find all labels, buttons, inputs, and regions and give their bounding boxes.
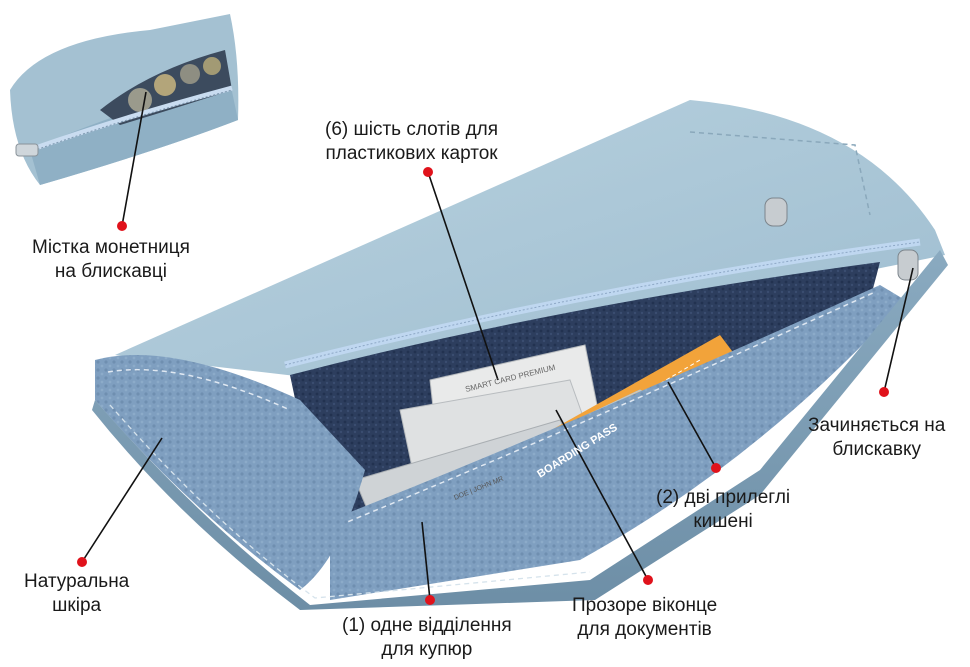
leader-pockets — [667, 381, 717, 469]
marker-dot — [77, 557, 87, 567]
label-line: кишені — [693, 511, 753, 532]
leader-window — [555, 409, 649, 581]
label-zipper: Зачиняється на блискавку — [808, 414, 945, 462]
marker-dot — [117, 221, 127, 231]
marker-dot — [425, 595, 435, 605]
label-line: для купюр — [381, 639, 473, 660]
label-pockets: (2) дві прилеглі кишені — [656, 486, 790, 534]
label-line: на блискавці — [54, 261, 167, 282]
coin-pocket-inset — [10, 14, 239, 185]
marker-dot — [423, 167, 433, 177]
label-line: (1) одне відділення — [342, 615, 512, 636]
label-line: Натуральна — [24, 571, 130, 592]
leader-leather — [81, 437, 163, 563]
marker-dots — [77, 167, 889, 605]
leader-bill-compartment — [421, 521, 431, 601]
label-line: шкіра — [52, 595, 102, 616]
label-line: (6) шість слотів для — [325, 119, 499, 140]
label-window: Прозоре віконце для документів — [572, 594, 717, 642]
leader-lines — [81, 91, 914, 601]
label-card-slots: (6) шість слотів для пластикових карток — [325, 118, 498, 166]
leader-coin-pocket — [121, 91, 147, 227]
label-line: для документів — [577, 619, 712, 640]
marker-dot — [711, 463, 721, 473]
label-line: пластикових карток — [325, 143, 498, 164]
leader-card-slots — [427, 171, 499, 381]
label-leather: Натуральна шкіра — [24, 570, 129, 618]
zipper-pull-icon — [764, 197, 919, 281]
label-line: (2) дві прилеглі — [656, 487, 791, 508]
label-coin-pocket: Містка монетниця на блискавці — [32, 236, 190, 284]
label-line: Зачиняється на — [808, 415, 946, 436]
label-bill-compartment: (1) одне відділення для купюр — [342, 614, 512, 662]
marker-dot — [643, 575, 653, 585]
label-line: Прозоре віконце — [572, 595, 718, 616]
wallet-body — [92, 100, 948, 610]
marker-dot — [879, 387, 889, 397]
label-line: блискавку — [832, 439, 921, 460]
label-line: Містка монетниця — [32, 237, 190, 258]
leader-zipper — [883, 267, 914, 393]
